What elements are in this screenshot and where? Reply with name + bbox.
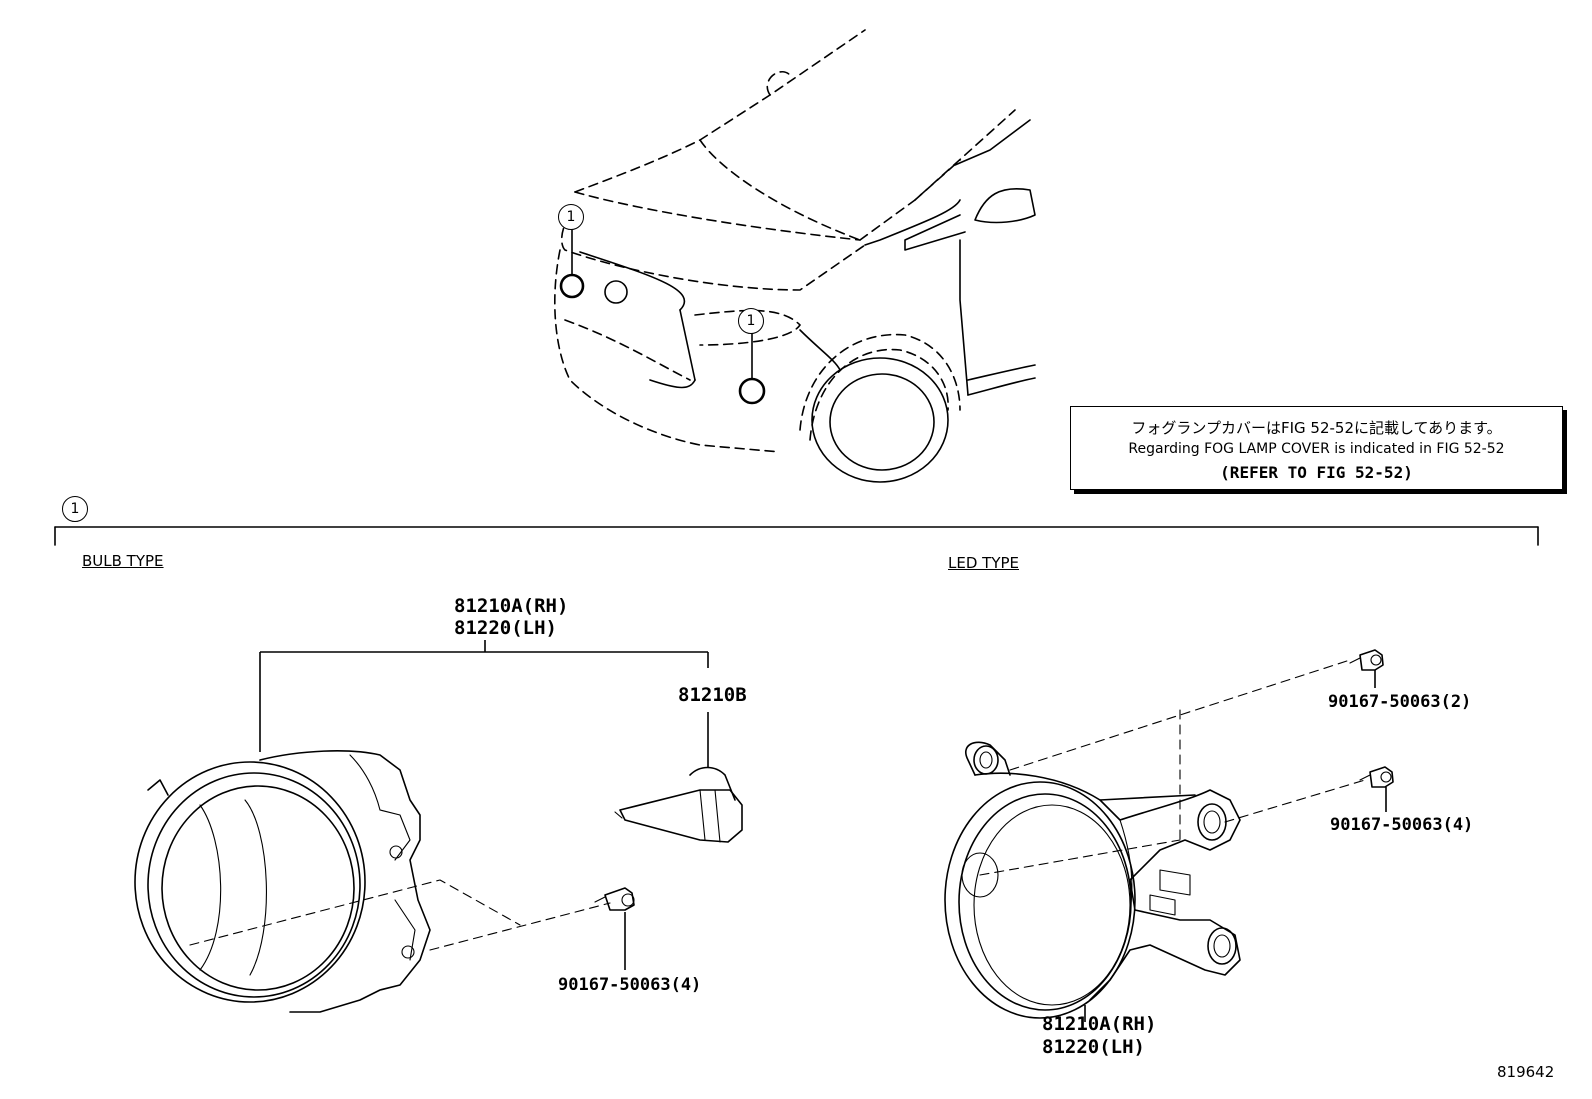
figure-id: 819642 — [1497, 1063, 1555, 1081]
led-lamp-rh-label: 81210A(RH) — [1042, 1013, 1157, 1035]
led-type-title: LED TYPE — [948, 554, 1020, 572]
bulb-type-leaders — [259, 640, 709, 970]
note-jp: フォグランプカバーはFIG 52-52に記載してあります。 — [1131, 419, 1502, 437]
bulb-type-title: BULB TYPE — [82, 552, 164, 570]
screw-bulb-type — [594, 887, 635, 911]
note-en: Regarding FOG LAMP COVER is indicated in… — [1128, 441, 1505, 457]
bulb-lamp-rh-label: 81210A(RH) — [454, 595, 569, 617]
callout-1-lower: 1 — [738, 308, 764, 334]
screw-led-top — [1349, 649, 1384, 671]
led-type-leaders — [1084, 670, 1387, 1022]
callout-1-section: 1 — [62, 496, 88, 522]
car-front-drawing — [554, 29, 1036, 483]
led-lamp-lh-label: 81220(LH) — [1042, 1036, 1145, 1058]
note-refer: (REFER TO FIG 52-52) — [1220, 463, 1413, 482]
screw-led-mid — [1359, 766, 1394, 788]
bulb-lamp-lh-label: 81220(LH) — [454, 617, 557, 639]
note-box: フォグランプカバーはFIG 52-52に記載してあります。 Regarding … — [1070, 406, 1563, 490]
bulb-screw-label: 90167-50063(4) — [558, 975, 702, 995]
callout-1-upper-left: 1 — [558, 204, 584, 230]
led-screw-mid-label: 90167-50063(4) — [1330, 815, 1474, 835]
bulb-type-fog-lamp — [134, 750, 611, 1013]
led-screw-top-label: 90167-50063(2) — [1328, 692, 1472, 712]
bulb-81210b-label: 81210B — [678, 684, 747, 706]
led-type-fog-lamp — [944, 659, 1366, 1019]
section-bracket — [54, 526, 1539, 546]
bulb-81210b — [614, 766, 743, 843]
